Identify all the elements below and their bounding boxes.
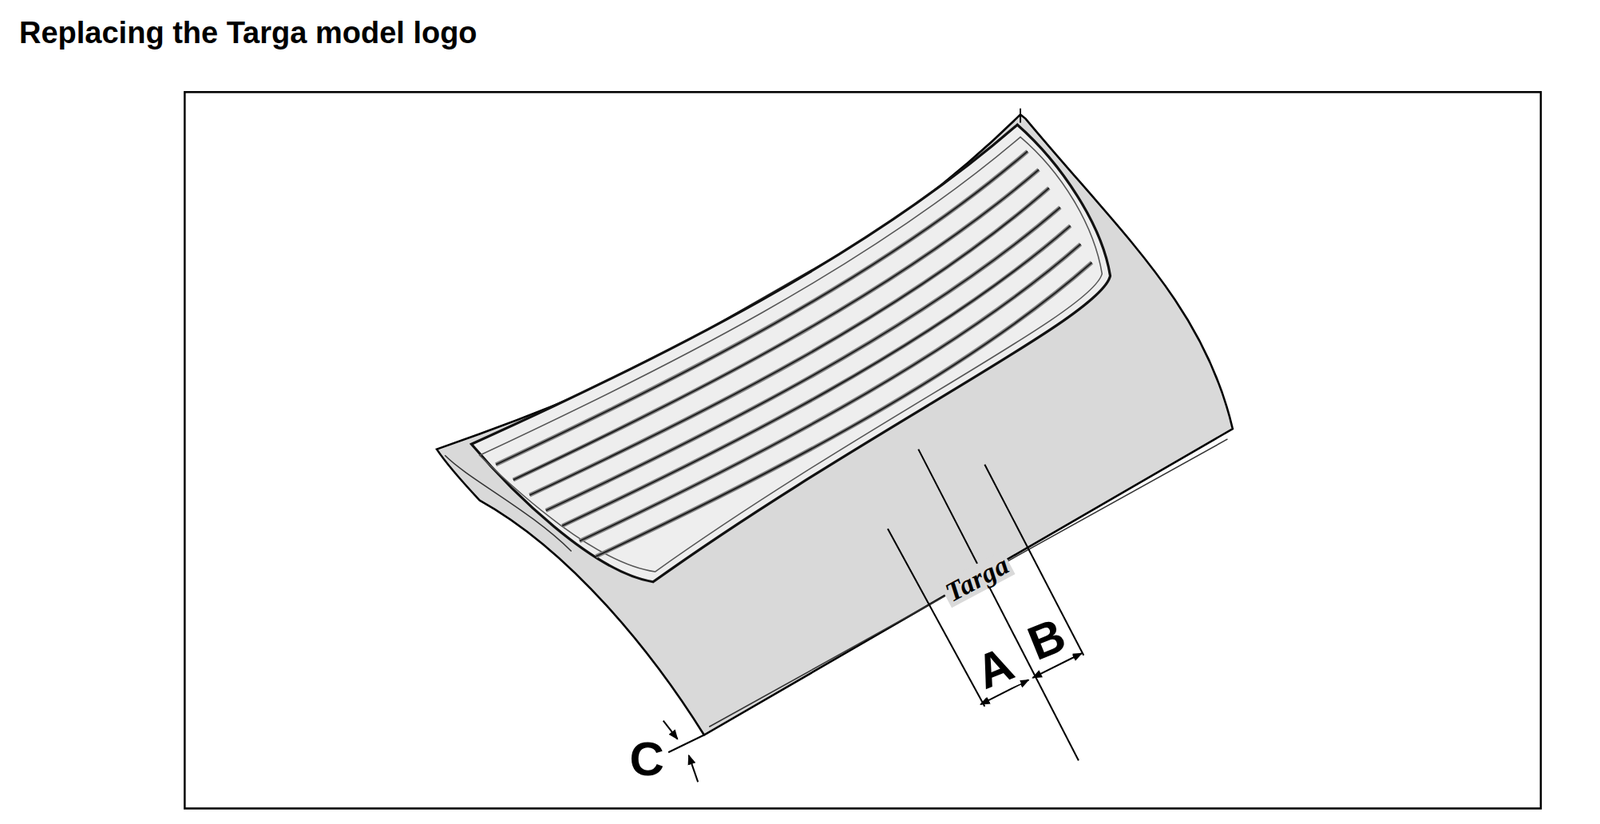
dimension-letter: A xyxy=(968,638,1022,698)
air-grille xyxy=(479,137,1103,572)
lid-outline xyxy=(436,114,1233,735)
trim-line xyxy=(1019,108,1022,123)
air-grille xyxy=(471,124,1110,583)
dimension-lines xyxy=(663,449,1085,783)
grille-louvers xyxy=(495,150,1092,556)
page-title: Replacing the Targa model logo xyxy=(19,17,478,48)
frame xyxy=(184,91,1541,808)
dimension-letter: C xyxy=(628,735,666,784)
